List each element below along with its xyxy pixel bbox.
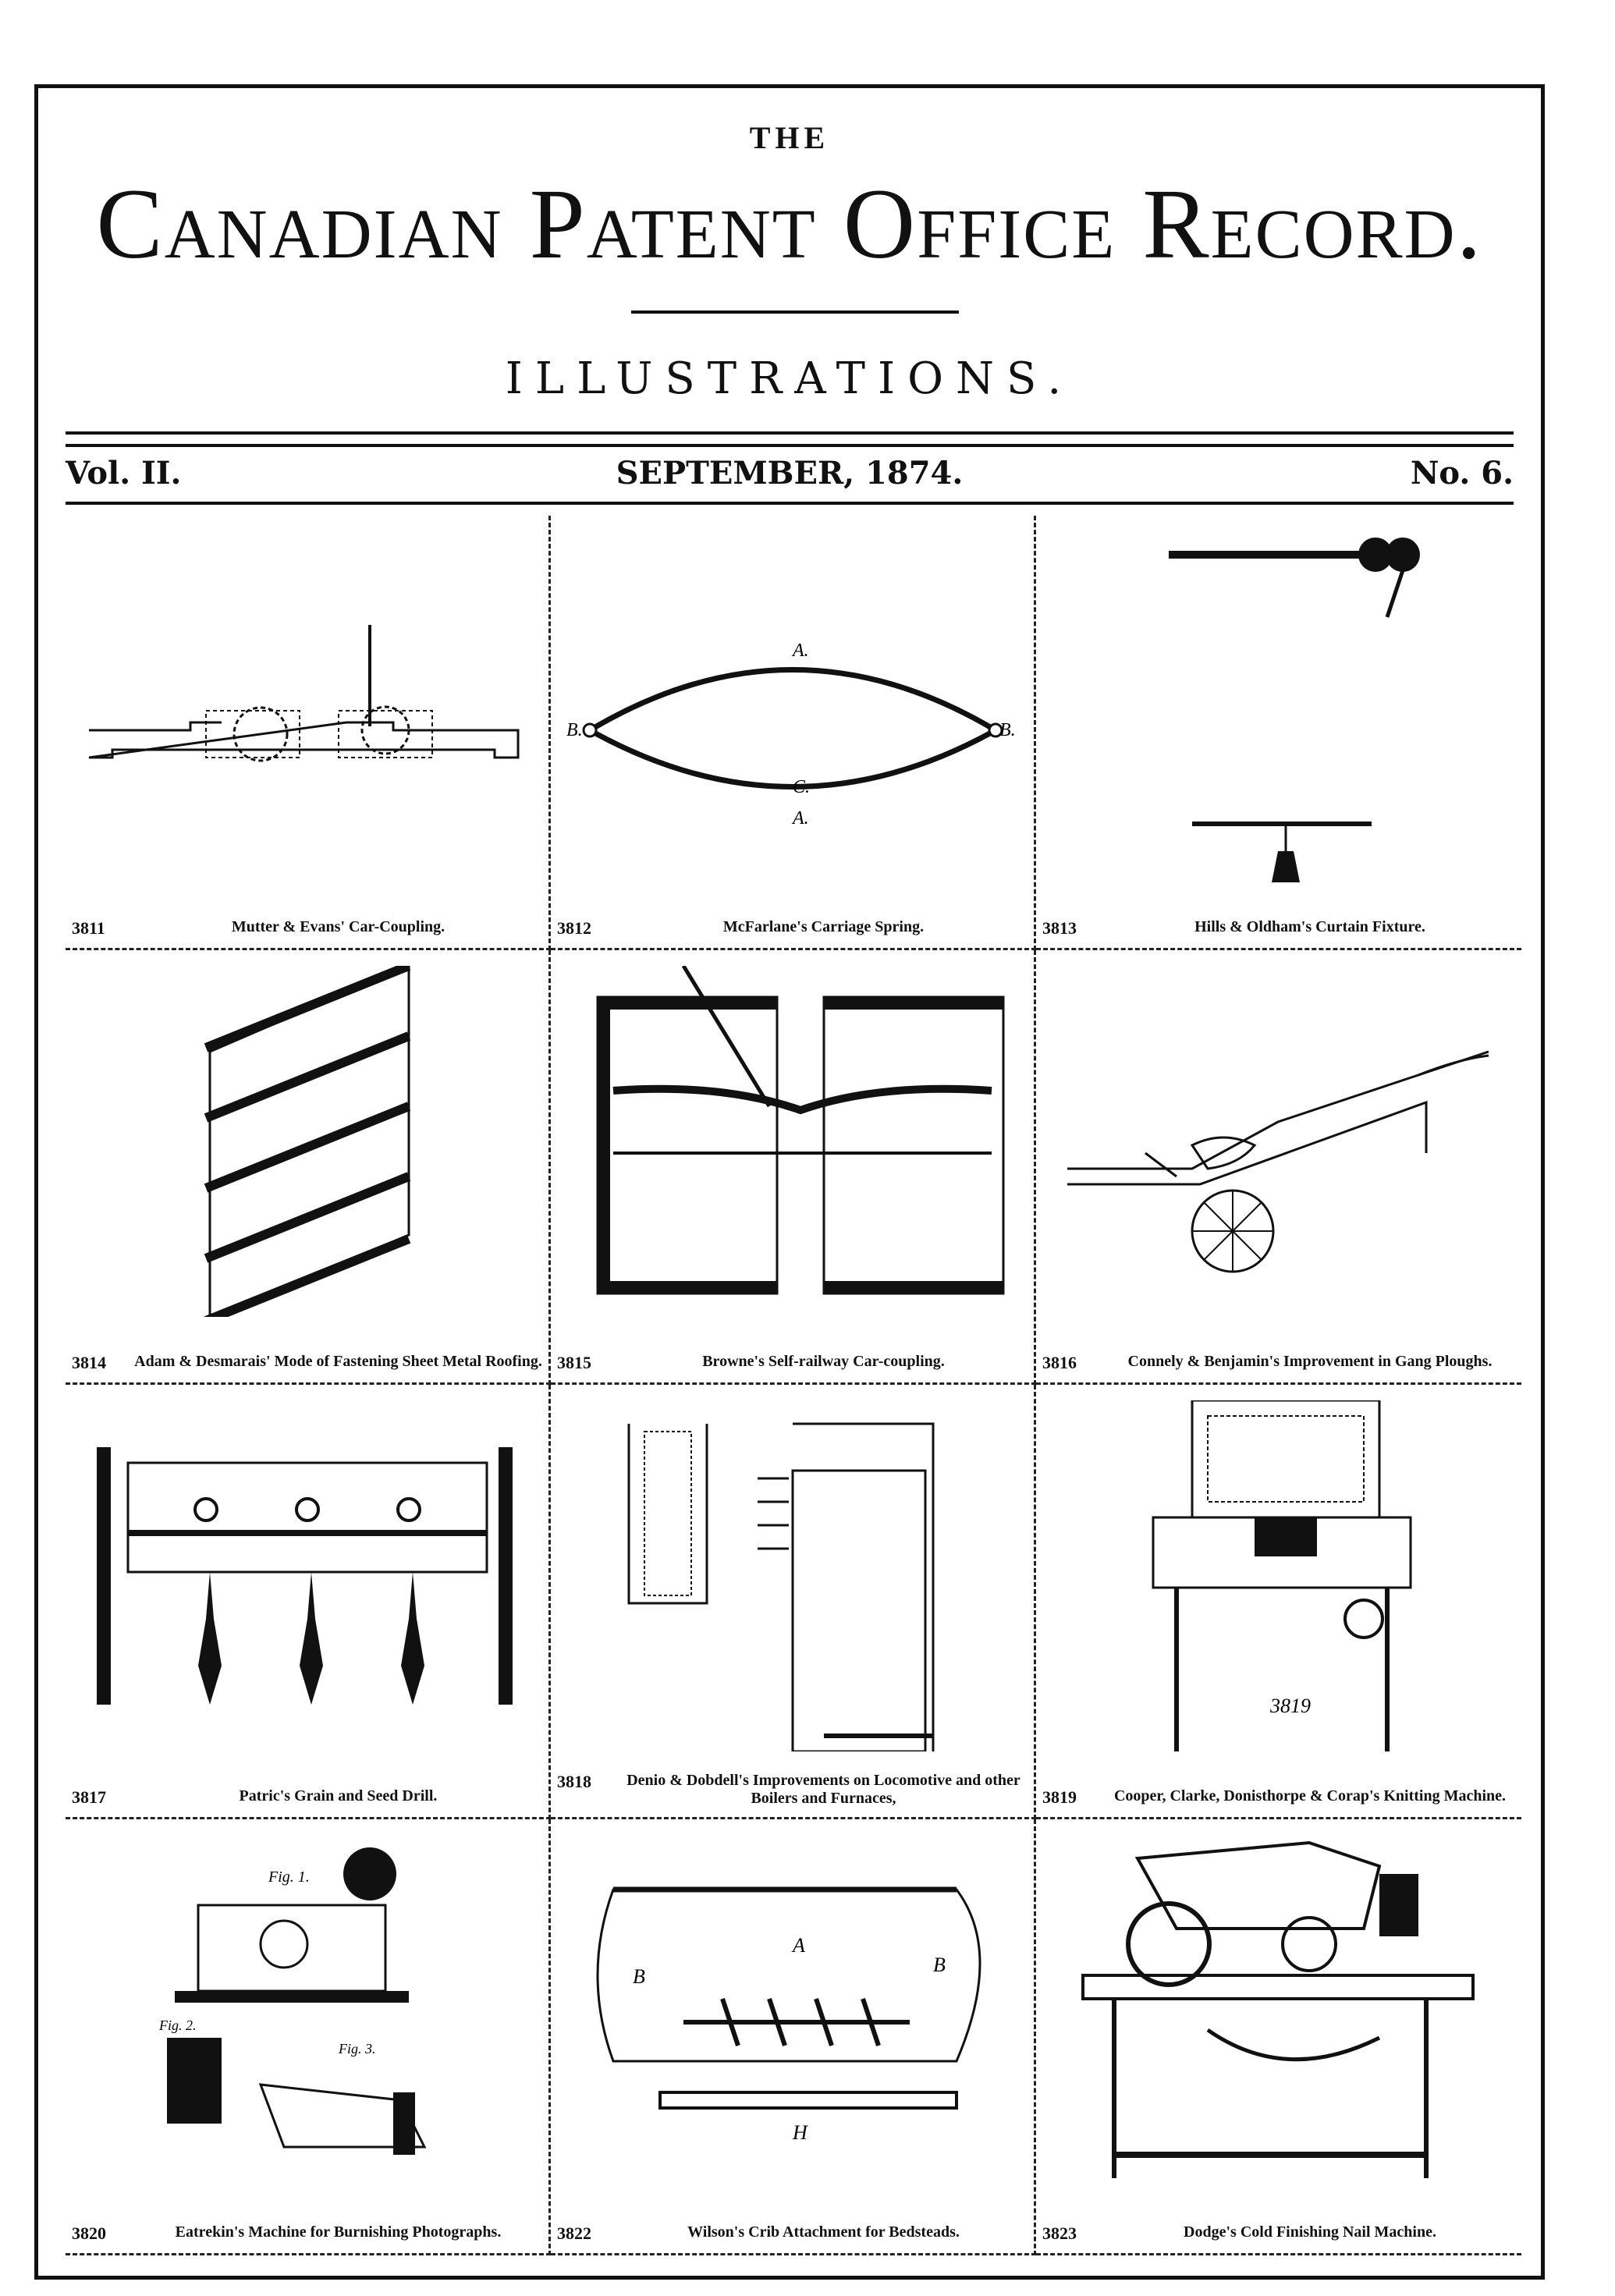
patent-title: McFarlane's Carriage Spring. (722, 918, 925, 935)
label-a-top: A. (791, 641, 809, 661)
issue-number: No. 6. (1410, 455, 1514, 491)
gang-plough-illustration (1067, 1050, 1489, 1273)
handwritten-number: 3819 (1269, 1694, 1311, 1717)
patent-title: Cooper, Clarke, Donisthorpe & Corap's Kn… (1113, 1787, 1507, 1805)
patent-title: Patric's Grain and Seed Drill. (239, 1787, 438, 1805)
entry-caption: 3814 Adam & Desmarais' Mode of Fastening… (72, 1353, 542, 1373)
seed-drill-illustration (97, 1447, 513, 1705)
curtain-fixture-illustration (1169, 538, 1420, 882)
fig-1-label: Fig. 1. (268, 1868, 310, 1886)
page-frame: THE Canadian Patent Office Record. ILLUS… (34, 84, 1545, 2280)
patent-title: Wilson's Crib Attachment for Bedsteads. (687, 2223, 960, 2241)
entry-caption: 3815 Browne's Self-railway Car-coupling. (557, 1353, 1028, 1373)
patent-number: 3811 (72, 918, 105, 938)
label-b-left: B. (566, 720, 583, 740)
carriage-spring-illustration: A. A. B. B. C. (566, 641, 1016, 829)
patent-number: 3822 (557, 2223, 591, 2243)
patent-title: Eatrekin's Machine for Burnishing Photog… (175, 2223, 502, 2241)
patent-title: Dodge's Cold Finishing Nail Machine. (1184, 2223, 1436, 2241)
entry-3822: A B B H 3822 Wilson's Crib Attachment fo… (551, 1819, 1036, 2255)
lower-rule (66, 502, 1514, 508)
nail-machine-illustration (1081, 1840, 1475, 2178)
entry-3820: Fig. 1. Fig. 2. Fig. 3. 3820 Eatrekin's … (66, 1819, 551, 2255)
volume-label: Vol. II. (66, 455, 182, 491)
entry-3818: 3818 Denio & Dobdell's Improvements on L… (551, 1385, 1036, 1819)
entry-3815: 3815 Browne's Self-railway Car-coupling. (551, 950, 1036, 1385)
patent-number: 3820 (72, 2223, 106, 2243)
patent-number: 3819 (1042, 1787, 1077, 1807)
self-railway-coupling-illustration (596, 966, 1005, 1295)
entry-caption: 3818 Denio & Dobdell's Improvements on L… (557, 1772, 1028, 1808)
car-coupling-illustration (88, 625, 520, 762)
patent-number: 3817 (72, 1787, 106, 1807)
patent-title: Mutter & Evans' Car-Coupling. (231, 918, 445, 935)
entry-3819: 3819 3819 Cooper, Clarke, Donisthorpe & … (1036, 1385, 1521, 1819)
roofing-illustration (204, 966, 411, 1317)
issue-date: SEPTEMBER, 1874. (616, 455, 964, 491)
entry-3812: A. A. B. B. C. 3812 McFarlane's Carriage… (551, 516, 1036, 950)
illustration-grid: 3811 Mutter & Evans' Car-Coupling. A. A.… (66, 516, 1521, 2255)
entry-3813: 3813 Hills & Oldham's Curtain Fixture. (1036, 516, 1521, 950)
patent-title: Browne's Self-railway Car-coupling. (702, 1353, 945, 1370)
patent-title: Denio & Dobdell's Improvements on Locomo… (626, 1772, 1020, 1807)
label-a: A (791, 1934, 805, 1957)
entry-caption: 3819 Cooper, Clarke, Donisthorpe & Corap… (1042, 1787, 1515, 1808)
masthead-the: THE (749, 120, 830, 155)
label-b-left: B (633, 1965, 645, 1988)
label-h: H (792, 2121, 808, 2144)
entry-caption: 3822 Wilson's Crib Attachment for Bedste… (557, 2223, 1028, 2244)
label-a-bottom: A. (791, 808, 809, 829)
patent-number: 3823 (1042, 2223, 1077, 2243)
page-title: Canadian Patent Office Record. (96, 169, 1483, 279)
patent-title: Connely & Benjamin's Improvement in Gang… (1127, 1353, 1493, 1370)
entry-caption: 3816 Connely & Benjamin's Improvement in… (1042, 1353, 1515, 1373)
label-b-right: B (933, 1954, 946, 1976)
patent-number: 3816 (1042, 1353, 1077, 1372)
patent-title: Hills & Oldham's Curtain Fixture. (1194, 918, 1425, 935)
issue-meta: Vol. II. SEPTEMBER, 1874. No. 6. (66, 455, 1514, 502)
boiler-illustration (627, 1422, 935, 1751)
masthead: THE Canadian Patent Office Record. ILLUS… (38, 88, 1541, 439)
upper-double-rule (66, 431, 1514, 447)
fig-3-label: Fig. 3. (338, 2041, 376, 2056)
fig-2-label: Fig. 2. (158, 2017, 197, 2033)
entry-caption: 3813 Hills & Oldham's Curtain Fixture. (1042, 918, 1515, 939)
entry-caption: 3811 Mutter & Evans' Car-Coupling. (72, 918, 542, 939)
entry-3823: 3823 Dodge's Cold Finishing Nail Machine… (1036, 1819, 1521, 2255)
entry-caption: 3817 Patric's Grain and Seed Drill. (72, 1787, 542, 1808)
section-title: ILLUSTRATIONS. (505, 353, 1074, 404)
entry-caption: 3820 Eatrekin's Machine for Burnishing P… (72, 2223, 542, 2244)
entry-3811: 3811 Mutter & Evans' Car-Coupling. (66, 516, 551, 950)
patent-number: 3818 (557, 1772, 591, 1791)
knitting-machine-illustration: 3819 (1152, 1400, 1412, 1751)
entry-caption: 3812 McFarlane's Carriage Spring. (557, 918, 1028, 939)
crib-attachment-illustration: A B B H (596, 1886, 981, 2144)
patent-number: 3814 (72, 1353, 106, 1372)
entry-caption: 3823 Dodge's Cold Finishing Nail Machine… (1042, 2223, 1515, 2244)
patent-number: 3813 (1042, 918, 1077, 938)
title-rule (631, 311, 959, 314)
entry-3817: 3817 Patric's Grain and Seed Drill. (66, 1385, 551, 1819)
entry-3816: 3816 Connely & Benjamin's Improvement in… (1036, 950, 1521, 1385)
label-c: C. (793, 777, 810, 797)
patent-number: 3812 (557, 918, 591, 938)
burnishing-machine-illustration: Fig. 1. Fig. 2. Fig. 3. (158, 1847, 427, 2155)
label-b-right: B. (999, 720, 1016, 740)
entry-3814: 3814 Adam & Desmarais' Mode of Fastening… (66, 950, 551, 1385)
patent-title: Adam & Desmarais' Mode of Fastening Shee… (134, 1353, 542, 1370)
patent-number: 3815 (557, 1353, 591, 1372)
